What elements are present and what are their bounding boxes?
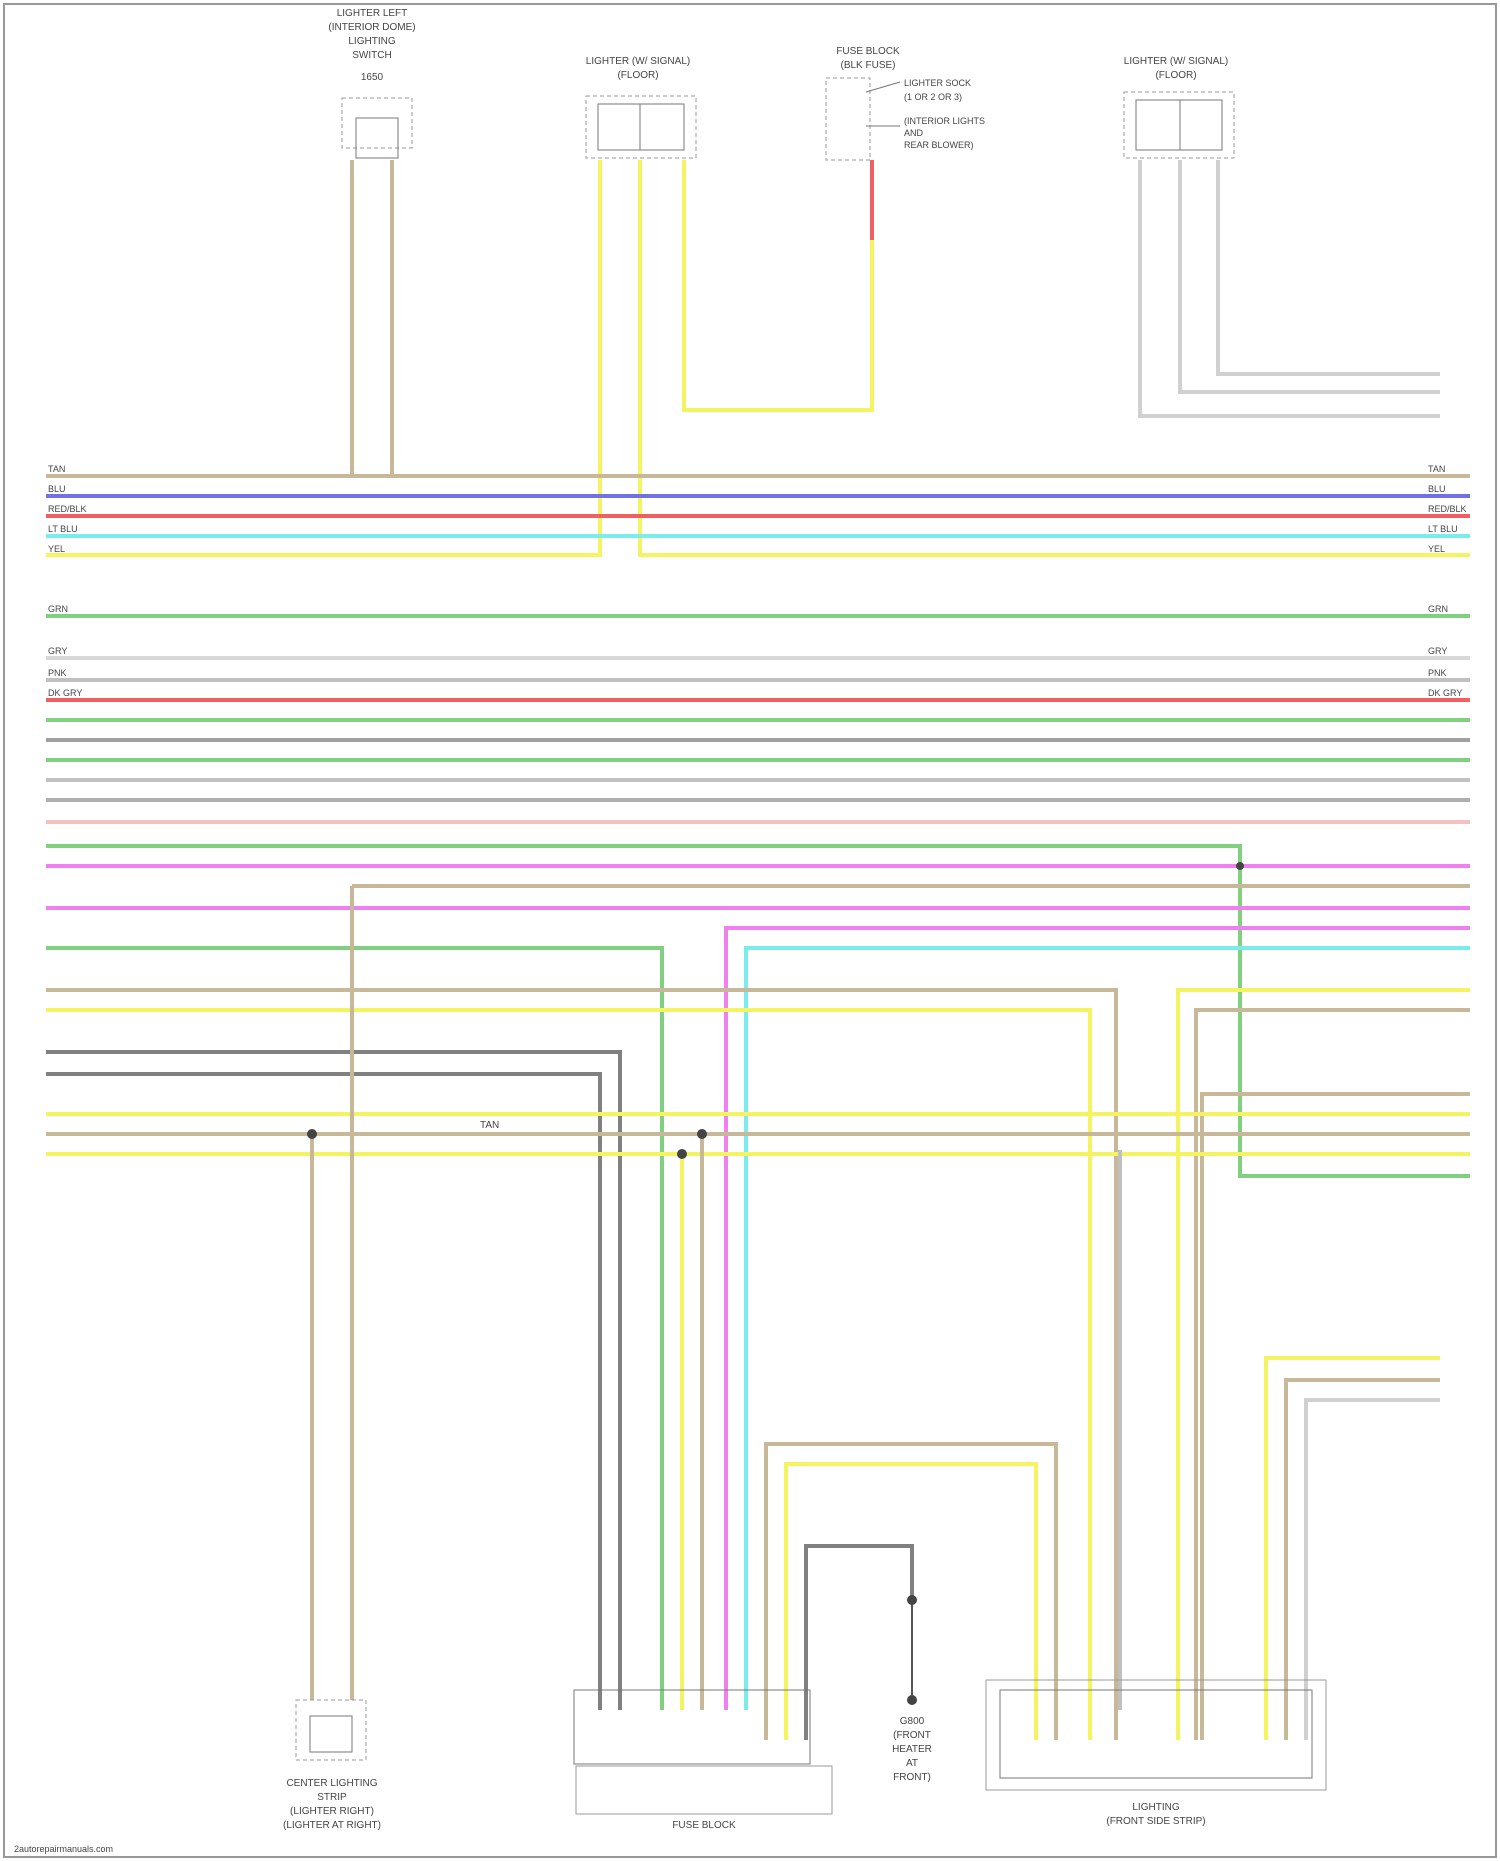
component-title-line: FRONT) — [893, 1772, 931, 1783]
wire-bus — [1196, 1010, 1470, 1740]
component-title-line: AT — [906, 1758, 918, 1769]
wire-color-label-right: LT BLU — [1428, 524, 1458, 534]
component-title-line: FUSE BLOCK — [836, 46, 900, 57]
diagram-border — [4, 4, 1496, 1857]
wire-color-label-right: PNK — [1428, 668, 1447, 678]
wire-color-label: LT BLU — [48, 524, 78, 534]
component-title-line: (BLK FUSE) — [840, 60, 895, 71]
wire-bus — [46, 990, 1116, 1740]
component-fuse-block: FUSE BLOCK (BLK FUSE) LIGHTER SOCK (1 OR… — [826, 46, 985, 160]
wire-color-label-right: TAN — [1428, 464, 1445, 474]
component-title-line: CENTER LIGHTING — [286, 1778, 377, 1789]
fuse-note: (1 OR 2 OR 3) — [904, 92, 962, 102]
component-title-line: LIGHTER LEFT — [337, 8, 408, 19]
component-title-line: LIGHTING — [348, 36, 395, 47]
wire-color-label-right: GRY — [1428, 646, 1447, 656]
component-title-line: STRIP — [317, 1792, 347, 1803]
component-title-line: LIGHTER (W/ SIGNAL) — [586, 56, 690, 67]
wire-gray — [1140, 160, 1440, 416]
component-title-line: (LIGHTER AT RIGHT) — [283, 1820, 381, 1831]
wire-loop — [1266, 1358, 1440, 1740]
wire-color-label-right: YEL — [1428, 544, 1445, 554]
wire-yellow — [684, 160, 872, 410]
component-title-line: (FRONT — [893, 1730, 931, 1741]
wire-color-label-right: RED/BLK — [1428, 504, 1467, 514]
component-bottom-mid: FUSE BLOCK — [574, 1690, 832, 1831]
component-title-line: (FLOOR) — [617, 70, 658, 81]
component-title-line: (FLOOR) — [1155, 70, 1196, 81]
wire-color-label-right: BLU — [1428, 484, 1446, 494]
footer-watermark: 2autorepairmanuals.com — [14, 1844, 113, 1854]
component-title-line: HEATER — [892, 1744, 932, 1755]
wire-color-label: GRY — [48, 646, 67, 656]
fuse-note: LIGHTER SOCK — [904, 78, 971, 88]
component-title-line: (LIGHTER RIGHT) — [290, 1806, 374, 1817]
component-title-line: LIGHTER (W/ SIGNAL) — [1124, 56, 1228, 67]
wire-color-label: RED/BLK — [48, 504, 87, 514]
component-bottom-left: CENTER LIGHTING STRIP (LIGHTER RIGHT) (L… — [283, 1700, 381, 1831]
wire-color-label-right: DK GRY — [1428, 688, 1462, 698]
wire-mid-label: TAN — [480, 1120, 499, 1131]
wire-bus — [46, 1010, 1090, 1740]
wire-gray — [1218, 160, 1440, 374]
component-title-line: FUSE BLOCK — [672, 1820, 736, 1831]
component-ground: G800 (FRONT HEATER AT FRONT) — [892, 1595, 932, 1783]
component-left-dome: LIGHTER LEFT (INTERIOR DOME) LIGHTING SW… — [328, 8, 415, 158]
wire-loop — [1286, 1380, 1440, 1740]
component-title-line: 1650 — [361, 72, 384, 83]
wire-bus — [726, 928, 1470, 1710]
component-title-line: LIGHTING — [1132, 1802, 1179, 1813]
wire-color-label: TAN — [48, 464, 65, 474]
component-title-line: (FRONT SIDE STRIP) — [1106, 1816, 1205, 1827]
wire-bus — [746, 948, 1470, 1710]
component-title-line: G800 — [900, 1716, 925, 1727]
wire-color-label: GRN — [48, 604, 68, 614]
wire-color-label: BLU — [48, 484, 66, 494]
component-lighter-center: LIGHTER (W/ SIGNAL) (FLOOR) — [586, 56, 696, 158]
wire-color-label: PNK — [48, 668, 67, 678]
component-title-line: SWITCH — [352, 50, 391, 61]
wire-color-legend: TAN TAN BLU BLU RED/BLK RED/BLK LT BLU LT BLU YE… — [48, 464, 1467, 698]
component-lighter-right: LIGHTER (W/ SIGNAL) (FLOOR) — [1124, 56, 1234, 158]
wire-bus — [46, 1074, 600, 1710]
fuse-note: REAR BLOWER) — [904, 140, 974, 150]
wire-runs — [46, 160, 1470, 1740]
fuse-note: (INTERIOR LIGHTS — [904, 116, 985, 126]
wire-bus — [46, 1052, 620, 1710]
component-title-line: (INTERIOR DOME) — [328, 22, 415, 33]
wire-loop — [806, 1546, 912, 1740]
wire-bus — [1178, 990, 1470, 1740]
wire-color-label-right: GRN — [1428, 604, 1448, 614]
wire-color-label: DK GRY — [48, 688, 82, 698]
fuse-note: AND — [904, 128, 924, 138]
wire-color-label: YEL — [48, 544, 65, 554]
wire-bus — [1202, 1094, 1470, 1740]
